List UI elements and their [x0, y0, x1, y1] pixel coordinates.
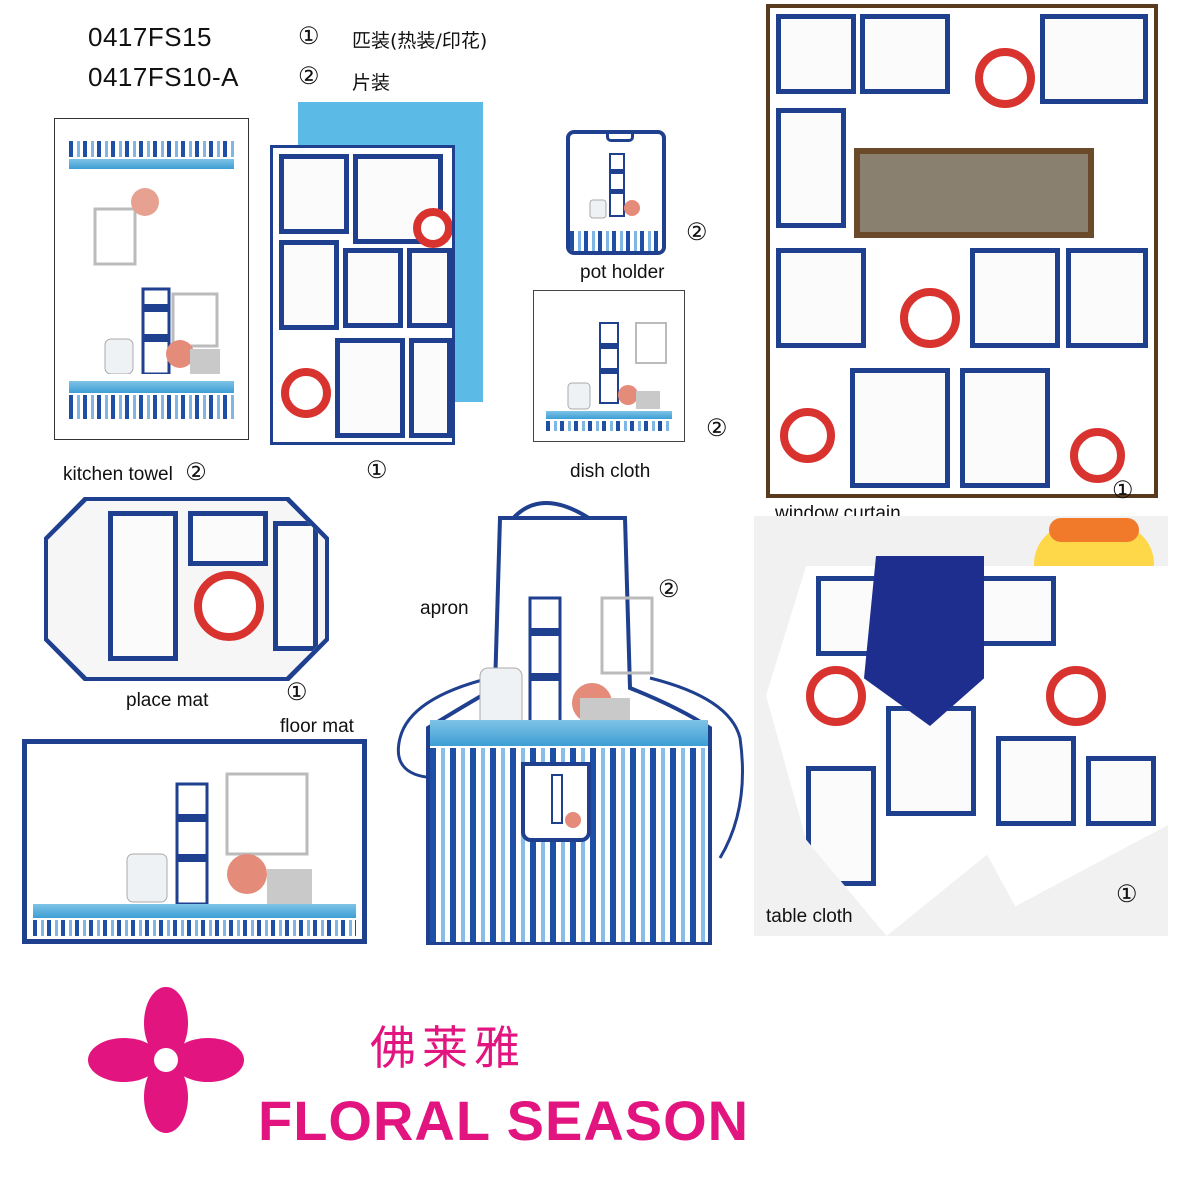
floor-mat [22, 739, 367, 944]
place-mat [44, 497, 329, 681]
kitchen-towel-pattern-mark: ① [366, 457, 388, 484]
table-cloth-mark: ① [1116, 881, 1138, 908]
description-2: 片装 [352, 72, 391, 94]
brand-name-cn: 佛莱雅 [370, 1021, 526, 1075]
dish-cloth [533, 290, 685, 442]
floor-mat-label: floor mat [280, 716, 354, 737]
pot-holder-mark: ② [686, 219, 708, 246]
mark-1: ① [298, 23, 320, 50]
dish-cloth-label: dish cloth [570, 461, 651, 482]
kitchen-towel-mark: ② [185, 459, 207, 486]
pot-holder [566, 130, 666, 255]
apron-label: apron [420, 598, 469, 619]
window-curtain [766, 4, 1158, 498]
brand-name-en: FLORAL SEASON [258, 1089, 750, 1152]
kitchen-towel-pattern [270, 145, 455, 445]
apron-band [430, 720, 708, 746]
lighthouse-illustration [93, 188, 220, 374]
product-code-2: 0417FS10-A [88, 62, 239, 92]
table-cloth-photo [754, 516, 1168, 936]
window-curtain-mark: ① [1112, 477, 1134, 504]
product-code-1: 0417FS15 [88, 22, 212, 52]
apron-pocket [521, 762, 591, 842]
table-cloth-label: table cloth [766, 906, 853, 927]
kitchen-towel-label: kitchen towel [63, 464, 173, 485]
place-mat-label: place mat [126, 690, 209, 711]
apron-mark: ② [658, 576, 680, 603]
kitchen-towel-panel [54, 118, 249, 440]
place-mat-mark: ① [286, 679, 308, 706]
mark-2: ② [298, 63, 320, 90]
pot-holder-label: pot holder [580, 262, 665, 283]
kitchen-towel-label-row: kitchen towel ② [63, 458, 207, 487]
description-1: 匹装(热装/印花) [352, 30, 488, 52]
dish-cloth-mark: ② [706, 415, 728, 442]
flower-logo-icon [88, 987, 244, 1133]
